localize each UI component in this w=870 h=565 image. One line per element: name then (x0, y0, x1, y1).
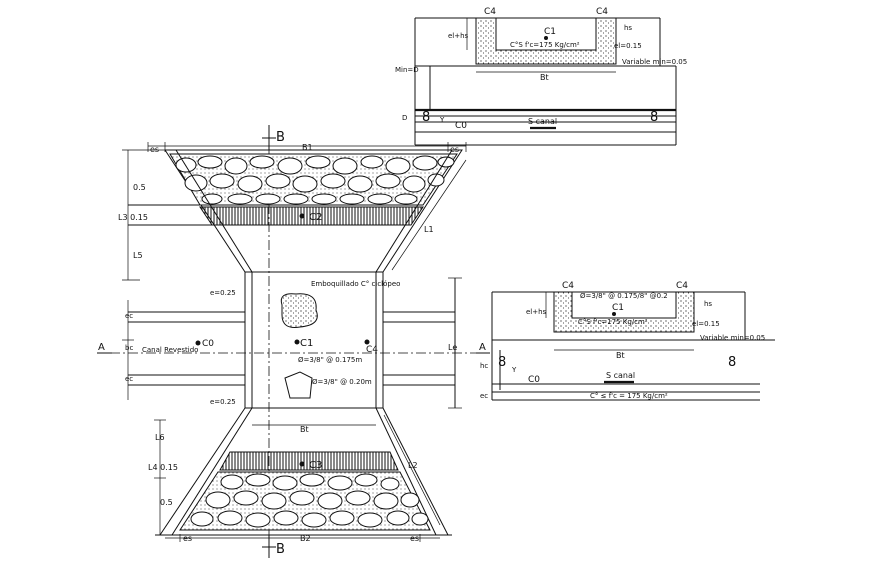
plan-bc: bc (125, 344, 133, 352)
plan-c4: C4 (366, 345, 378, 355)
plan-c1: C1 (300, 338, 313, 349)
secright-c1: C1 (612, 303, 624, 313)
sectop-el: el=0.15 (614, 42, 642, 50)
secright-ec: ec (480, 392, 488, 400)
secright-bt: Bt (616, 351, 625, 360)
plan-ec-top: ec (125, 312, 133, 320)
secright-el-hs: el+hs (526, 308, 547, 316)
secright-c4-left: C4 (562, 281, 574, 291)
plan-es-right-bottom: es (410, 534, 419, 543)
rock-fill-top (175, 155, 455, 205)
secright-s-canal: S canal (606, 371, 635, 380)
plan-dim-05-bottom: 0.5 (160, 498, 173, 507)
plan-dim-l5: L5 (133, 251, 143, 260)
cyclopean-block (280, 293, 318, 328)
secright-y: Y (511, 366, 517, 374)
sectop-c1: C1 (544, 27, 556, 37)
sectop-c0: C0 (455, 121, 467, 131)
secright-hs: hs (704, 300, 712, 308)
secright-c0: C0 (528, 375, 540, 385)
plan-canal-label: Canal Revestido (142, 346, 198, 354)
secright-c4-right: C4 (676, 281, 688, 291)
plan-c0: C0 (202, 339, 214, 349)
plan-es-right-top: es (450, 145, 459, 154)
sectop-c4-left: C4 (484, 7, 496, 17)
sectop-y: Y (439, 116, 445, 124)
plan-e-bottom: e=0.25 (210, 398, 236, 406)
rebar-detail (284, 371, 313, 399)
secright-concrete: C°S f'c=175 Kg/cm² (578, 318, 648, 326)
secright-variable: Variable min=0.05 (700, 334, 765, 342)
secright-note: C° ≤ f'c = 175 Kg/cm² (590, 392, 668, 400)
secright-eight-left: 8 (498, 355, 506, 370)
rock-fill-bottom (190, 473, 429, 528)
sectop-concrete: C°S f'c=175 Kg/cm² (510, 41, 580, 49)
section-mark-b-bottom: B (276, 542, 285, 557)
sectop-variable: Variable min=0.05 (622, 58, 687, 66)
sectop-el-hs: el+hs (448, 32, 469, 40)
plan-l2-label: L2 (408, 461, 418, 470)
plan-b2-label: B2 (300, 534, 311, 543)
plan-le: Le (448, 343, 457, 352)
sectop-eight-left: 8 (422, 110, 430, 125)
sectop-d: D (402, 114, 407, 122)
plan-es-left-top: es (150, 145, 159, 154)
plan-rebar-2: Ø=3/8" @ 0.20m (312, 378, 372, 386)
plan-c3: C3 (309, 460, 322, 471)
plan-view: B B A A (97, 125, 490, 558)
plan-e-top: e=0.25 (210, 289, 236, 297)
plan-emboquillado: Emboquillado C° ciclópeo (311, 280, 400, 288)
plan-l1-label: L1 (424, 225, 434, 234)
section-mark-a-left: A (98, 342, 105, 353)
plan-dim-l3: L3 0.15 (118, 213, 148, 222)
plan-bt-label: Bt (300, 425, 309, 434)
section-mark-a-right: A (479, 342, 486, 353)
secright-hc: hc (480, 362, 488, 370)
plan-dim-05-top: 0.5 (133, 183, 146, 192)
section-top: C4 C4 C1 hs el+hs C°S f'c=175 Kg/cm² el=… (395, 7, 687, 146)
plan-c2: C2 (309, 212, 322, 223)
sectop-s-canal: S canal (528, 117, 557, 126)
plan-dim-l6: L6 (155, 433, 165, 442)
sectop-min: Min=D (395, 66, 419, 74)
secright-eight-right: 8 (728, 355, 736, 370)
sectop-hs: hs (624, 24, 632, 32)
sectop-bt: Bt (540, 73, 549, 82)
secright-el: el=0.15 (692, 320, 720, 328)
plan-rebar-1: Ø=3/8" @ 0.175m (298, 356, 362, 364)
section-right: C4 C4 Ø=3/8" @ 0.175/8" @0.2 C1 hs el+hs… (480, 281, 775, 401)
plan-dim-l4: L4 0.15 (148, 463, 178, 472)
secright-rebar: Ø=3/8" @ 0.175/8" @0.2 (580, 292, 668, 300)
plan-b1-label: B1 (302, 143, 313, 152)
section-mark-b-top: B (276, 130, 285, 145)
sectop-eight-right: 8 (650, 110, 658, 125)
plan-ec-bottom: ec (125, 375, 133, 383)
plan-es-left-bottom: es (183, 534, 192, 543)
sectop-c4-right: C4 (596, 7, 608, 17)
